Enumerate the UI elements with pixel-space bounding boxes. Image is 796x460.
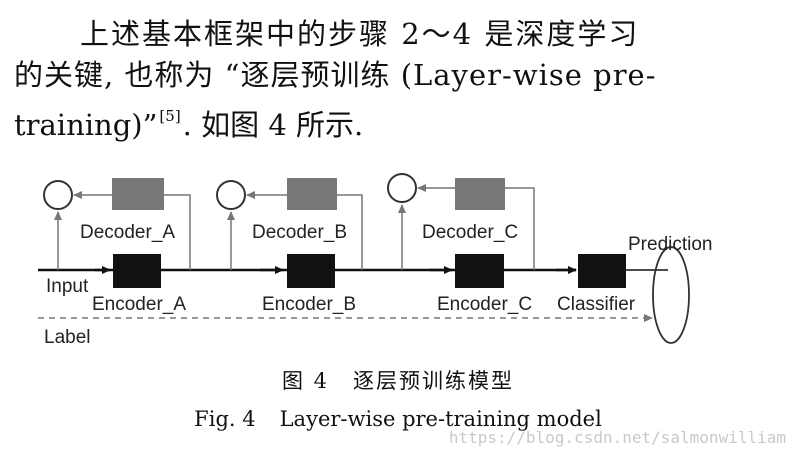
decoder-c-label: Decoder_C [422,222,518,243]
caption-en-title: Layer-wise pre-training model [279,407,602,431]
label-label: Label [44,327,91,348]
decoder-c-box [455,178,505,210]
classifier-box [578,254,626,288]
decoder-b-box [287,178,337,210]
layer-wise-pretraining-diagram: Input Label Decoder_A Decoder_B Decoder_… [38,173,713,348]
classifier-label: Classifier [557,294,636,315]
reconstruction-b-node [216,180,246,210]
encoder-c-label: Encoder_C [437,294,532,315]
watermark-url: https://blog.csdn.net/salmonwilliam [448,428,786,447]
prediction-output [652,246,690,344]
paragraph-line-1: 上述基本框架中的步骤 2～4 是深度学习 [80,17,640,51]
figure-caption-english: Fig. 4 Layer-wise pre-training model [0,407,796,431]
reconstruction-c-node [387,173,417,203]
feedback-b [246,191,363,270]
encoder-a-box [113,254,161,288]
autoencoder-block-a [43,178,191,288]
encoder-c-box [455,254,504,288]
encoder-b-box [287,254,335,288]
paragraph-line-3-end: . 如图 4 所示. [182,108,364,142]
decoder-b-label: Decoder_B [252,222,347,243]
decoder-a-box [112,178,164,210]
encoder-a-label: Encoder_A [92,294,186,315]
paragraph-line-2: 的关键, 也称为 “逐层预训练 (Layer-wise pre- [14,58,657,92]
paragraph-line-3-start: training)” [14,108,158,142]
caption-zh-number: 图 4 [281,369,330,393]
figure-caption-chinese: 图 4 逐层预训练模型 [0,365,796,395]
input-label: Input [46,276,89,297]
paragraph-line-3: training)”[5]. 如图 4 所示. [14,96,784,146]
caption-zh-title: 逐层预训练模型 [353,369,515,393]
caption-en-number: Fig. 4 [194,407,256,431]
body-paragraph: 上述基本框架中的步骤 2～4 是深度学习 的关键, 也称为 “逐层预训练 (La… [14,14,784,146]
feedback-c [417,184,535,270]
prediction-label: Prediction [628,234,713,255]
encoder-b-label: Encoder_B [262,294,356,315]
autoencoder-block-b [216,178,363,288]
citation-reference[interactable]: [5] [159,107,181,125]
decoder-a-label: Decoder_A [80,222,175,243]
autoencoder-block-c [387,173,535,288]
feedback-a [73,191,191,270]
reconstruction-a-node [43,180,73,210]
